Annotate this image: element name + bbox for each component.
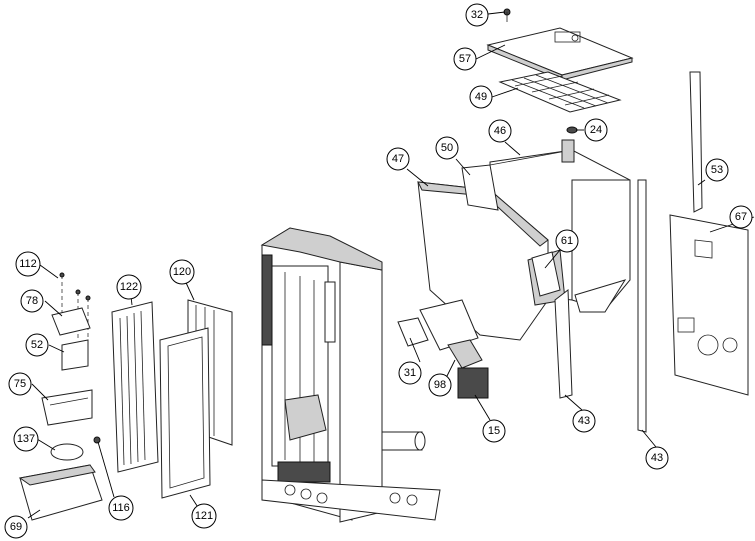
callout-50: 50 xyxy=(435,136,459,160)
callout-67: 67 xyxy=(729,205,753,229)
stove-frame xyxy=(260,227,441,523)
side-bracket-middle xyxy=(554,289,573,399)
callout-53: 53 xyxy=(705,158,729,182)
side-bracket-right xyxy=(637,179,647,433)
back-panel xyxy=(669,214,749,396)
callout-label-112: 112 xyxy=(19,258,37,270)
callout-label-67: 67 xyxy=(735,211,747,223)
callout-24: 24 xyxy=(584,118,608,142)
callout-label-121: 121 xyxy=(195,510,213,522)
callout-15: 15 xyxy=(482,419,506,443)
hopper-grate xyxy=(498,71,622,113)
callout-label-52: 52 xyxy=(31,339,43,351)
callout-label-57: 57 xyxy=(459,53,471,65)
small-hardware xyxy=(503,8,578,134)
callout-78: 78 xyxy=(20,289,44,313)
callout-121: 121 xyxy=(191,503,217,529)
callout-label-53: 53 xyxy=(711,164,723,176)
callout-32: 32 xyxy=(465,3,489,27)
callout-label-137: 137 xyxy=(17,433,35,445)
callout-47: 47 xyxy=(386,147,410,171)
vertical-strip xyxy=(689,71,703,213)
callout-57: 57 xyxy=(453,47,477,71)
callout-label-69: 69 xyxy=(10,521,22,533)
callout-label-15: 15 xyxy=(488,425,500,437)
callout-61: 61 xyxy=(555,229,579,253)
callout-label-50: 50 xyxy=(441,142,453,154)
callout-116: 116 xyxy=(108,495,134,521)
callout-43-right: 43 xyxy=(645,446,669,470)
callout-label-31: 31 xyxy=(404,367,416,379)
callout-label-61: 61 xyxy=(561,235,573,247)
callout-31: 31 xyxy=(398,361,422,385)
callout-43-middle: 43 xyxy=(572,409,596,433)
callout-46: 46 xyxy=(488,119,512,143)
callout-label-120: 120 xyxy=(173,266,191,278)
callout-52: 52 xyxy=(25,333,49,357)
callout-75: 75 xyxy=(8,372,32,396)
callout-label-98: 98 xyxy=(434,379,446,391)
auger-motor-group xyxy=(397,251,561,399)
callout-122: 122 xyxy=(116,274,142,300)
ash-pan-group xyxy=(18,272,103,521)
callout-label-122: 122 xyxy=(120,281,138,293)
callout-label-24: 24 xyxy=(590,124,602,136)
top-lid xyxy=(486,27,634,81)
callout-label-32: 32 xyxy=(471,9,483,21)
callout-label-75: 75 xyxy=(14,378,26,390)
callout-112: 112 xyxy=(15,251,41,277)
callout-120: 120 xyxy=(169,259,195,285)
callout-label-116: 116 xyxy=(112,502,130,514)
callout-label-43-middle: 43 xyxy=(578,415,590,427)
callout-label-49: 49 xyxy=(475,91,487,103)
callout-label-43-right: 43 xyxy=(651,452,663,464)
callout-label-47: 47 xyxy=(392,153,404,165)
callout-label-46: 46 xyxy=(494,125,506,137)
callout-98: 98 xyxy=(428,373,452,397)
callout-69: 69 xyxy=(4,515,28,539)
callout-137: 137 xyxy=(13,426,39,452)
hopper-assembly xyxy=(417,139,631,341)
callout-label-78: 78 xyxy=(26,295,38,307)
door-panels xyxy=(111,299,233,499)
callout-49: 49 xyxy=(469,85,493,109)
